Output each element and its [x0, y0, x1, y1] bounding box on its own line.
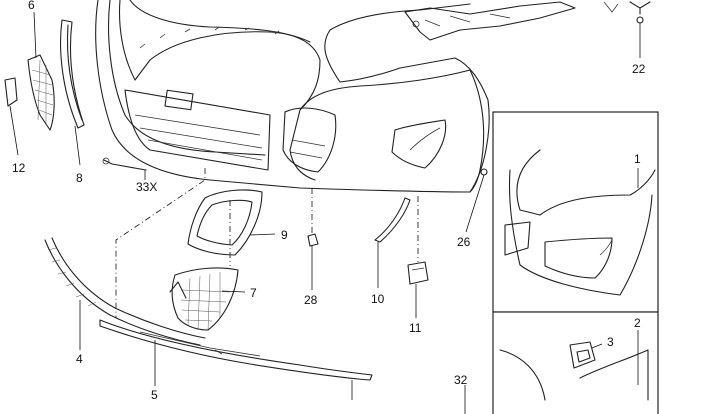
- upper-bracket: [404, 1, 576, 41]
- spoiler-4: [44, 237, 206, 346]
- callout-4: 4: [76, 352, 83, 366]
- callout-8: 8: [76, 171, 83, 185]
- emblem-12: [4, 77, 18, 107]
- callout-33x: 33X: [136, 180, 157, 194]
- callout-32: 32: [454, 373, 468, 387]
- detail-box-2: [492, 311, 659, 414]
- callout-2: 2: [634, 316, 641, 330]
- callout-labels: 6 12 8 33X 9 7 4 5 28 10 11 26 22 1 2 3 …: [12, 0, 646, 402]
- callout-12: 12: [12, 161, 26, 175]
- callout-22: 22: [632, 62, 646, 76]
- leader-lines: [9, 11, 641, 414]
- callout-3: 3: [607, 335, 614, 349]
- callout-9: 9: [281, 228, 288, 242]
- callout-6: 6: [28, 0, 35, 12]
- lip-strip-5: [99, 319, 373, 381]
- callout-7: 7: [250, 286, 257, 300]
- fog-bezel-9: [187, 189, 263, 256]
- callout-11: 11: [409, 321, 422, 335]
- callout-5: 5: [151, 388, 158, 402]
- bumper-cover: [95, 0, 490, 193]
- detail-box-1: [492, 111, 659, 313]
- callout-26: 26: [457, 235, 471, 249]
- callout-28: 28: [304, 293, 318, 307]
- callout-10: 10: [371, 292, 385, 306]
- callout-1: 1: [634, 152, 641, 166]
- grille-trim-8: [60, 19, 85, 129]
- screw-22: [603, 1, 651, 24]
- trim-10: [374, 197, 411, 243]
- clip-28: [307, 233, 319, 247]
- clip-11: [407, 261, 429, 285]
- screw-33x: [102, 157, 147, 171]
- screw-26: [480, 168, 488, 176]
- grille-6: [27, 54, 55, 131]
- grille-insert-7: [169, 267, 239, 331]
